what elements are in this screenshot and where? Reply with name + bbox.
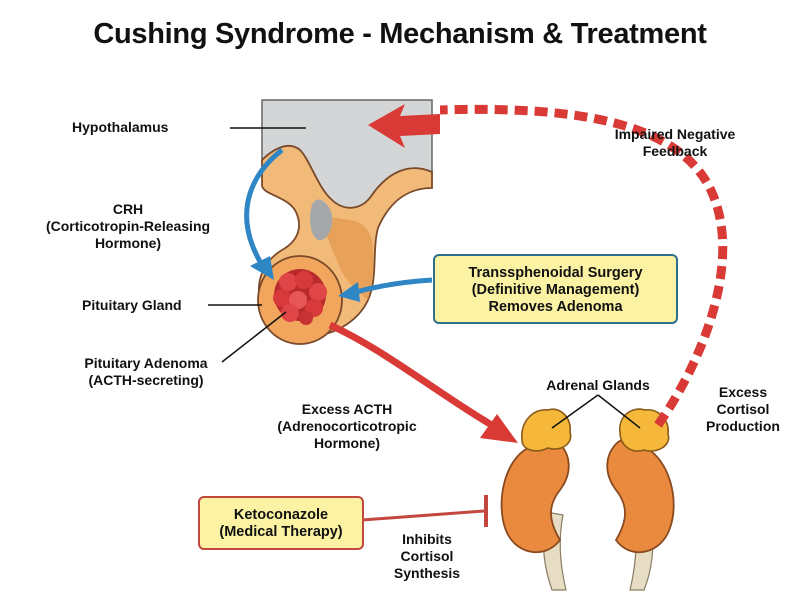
cortisol-line-3: Production: [706, 418, 780, 434]
acth-line-1: Excess ACTH: [301, 401, 393, 417]
acth-arrowhead: [480, 414, 518, 443]
acth-line-2: (Adrenocorticotropic: [277, 418, 417, 434]
label-excess-acth: Excess ACTH (Adrenocorticotropic Hormone…: [252, 401, 442, 452]
cortisol-line-1: Excess: [718, 384, 768, 400]
posterior-shadow: [310, 199, 333, 241]
leader-adrenal-left: [551, 394, 599, 429]
hypothalamus-text: Hypothalamus: [72, 119, 169, 135]
pituitary-adenoma: [273, 269, 327, 325]
impaired-feedback-arc: [439, 104, 728, 428]
label-adrenal-glands: Adrenal Glands: [528, 377, 668, 394]
label-hypothalamus: Hypothalamus: [72, 119, 168, 136]
leader-adenoma: [221, 311, 287, 363]
label-crh: CRH (Corticotropin-Releasing Hormone): [28, 201, 228, 252]
therapy-line-2: (Medical Therapy): [219, 524, 343, 540]
surgery-line-3: Removes Adenoma: [488, 299, 623, 315]
feedback-arrowhead: [368, 104, 440, 148]
crh-arrowhead: [250, 256, 274, 280]
adenoma-line-2: (ACTH-secreting): [88, 372, 204, 388]
left-kidney: [500, 438, 570, 591]
surgery-arrow: [355, 277, 433, 295]
adenoma-line-1: Pituitary Adenoma: [84, 355, 208, 371]
right-kidney: [606, 438, 675, 591]
cortisol-line-2: Cortisol: [716, 401, 770, 417]
ketoconazole-box: Ketoconazole (Medical Therapy): [198, 496, 364, 550]
excess-acth-arrow: [328, 321, 497, 431]
inhibits-line-1: Inhibits: [402, 531, 452, 547]
therapy-line-1: Ketoconazole: [233, 507, 329, 523]
inhibition-line: [361, 509, 485, 522]
label-excess-cortisol: Excess Cortisol Production: [690, 384, 796, 435]
surgery-line-2: (Definitive Management): [471, 282, 640, 298]
page-title: Cushing Syndrome - Mechanism & Treatment: [93, 18, 707, 50]
inhibits-line-2: Cortisol: [400, 548, 454, 564]
left-adrenal-gland: [521, 408, 572, 452]
inhibits-line-3: Synthesis: [393, 565, 461, 581]
crh-line-1: CRH: [112, 201, 144, 217]
label-inhibits-synthesis: Inhibits Cortisol Synthesis: [372, 531, 482, 582]
adrenal-text: Adrenal Glands: [546, 377, 650, 393]
label-pituitary-gland: Pituitary Gland: [82, 297, 182, 314]
label-pituitary-adenoma: Pituitary Adenoma (ACTH-secreting): [66, 355, 226, 389]
feedback-line-2: Feedback: [642, 143, 708, 159]
surgery-arrowhead: [338, 282, 360, 302]
label-impaired-feedback: Impaired Negative Feedback: [590, 126, 760, 160]
surgery-box: Transsphenoidal Surgery (Definitive Mana…: [433, 254, 678, 324]
feedback-line-1: Impaired Negative: [614, 126, 736, 142]
crh-arrow: [244, 148, 284, 267]
leader-adrenal-right: [597, 394, 641, 429]
stalk-shading: [318, 215, 374, 300]
surgery-line-1: Transsphenoidal Surgery: [468, 265, 643, 281]
pituitary-gland-text: Pituitary Gland: [82, 297, 182, 313]
crh-line-2: (Corticotropin-Releasing: [45, 218, 211, 234]
crh-line-3: Hormone): [94, 235, 162, 251]
acth-line-3: Hormone): [313, 435, 381, 451]
